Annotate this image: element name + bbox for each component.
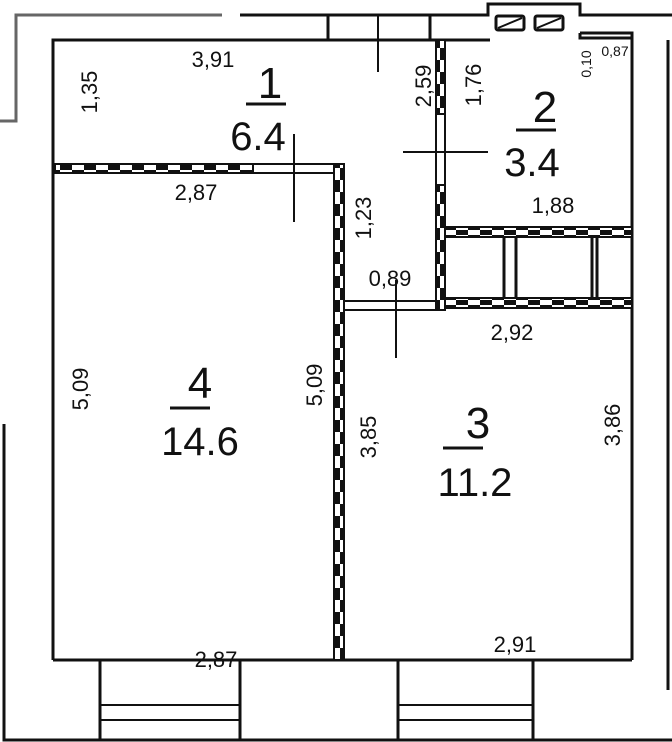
room-4-label: 4 14.6 (161, 359, 239, 464)
room-2-label: 2 3.4 (504, 83, 560, 185)
svg-text:6.4: 6.4 (230, 115, 286, 159)
svg-text:3,85: 3,85 (356, 416, 381, 459)
svg-text:5,09: 5,09 (302, 364, 327, 407)
partition-wall (333, 163, 345, 661)
svg-text:1,88: 1,88 (532, 193, 575, 218)
partition-wall (435, 39, 446, 115)
entrance-door (326, 15, 432, 72)
svg-text:3.4: 3.4 (504, 141, 560, 185)
leader-lines (293, 134, 488, 358)
svg-text:0,10: 0,10 (578, 50, 594, 77)
ventilation-ducts (494, 14, 565, 32)
svg-text:1: 1 (258, 59, 282, 108)
partition-wall (444, 297, 633, 309)
wardrobe (502, 237, 599, 298)
room-1-label: 1 6.4 (230, 59, 286, 159)
svg-text:0,89: 0,89 (369, 266, 412, 291)
svg-text:0,87: 0,87 (601, 43, 628, 59)
svg-text:2,59: 2,59 (411, 65, 436, 108)
dimension-labels: 3,91 1,35 2,87 2,59 1,76 1,88 0,10 0,87 … (68, 43, 629, 672)
window-bottom-left (98, 660, 242, 740)
room-3-label: 3 11.2 (438, 399, 513, 505)
partition-wall (435, 184, 446, 311)
partition-wall (54, 163, 254, 174)
svg-text:3,91: 3,91 (192, 47, 235, 72)
svg-text:14.6: 14.6 (161, 420, 239, 464)
svg-text:2,92: 2,92 (491, 320, 534, 345)
svg-text:5,09: 5,09 (68, 368, 93, 411)
svg-text:1,23: 1,23 (351, 197, 376, 240)
svg-text:11.2: 11.2 (438, 461, 513, 505)
svg-text:2,87: 2,87 (175, 180, 218, 205)
svg-text:1,35: 1,35 (77, 71, 102, 114)
svg-text:4: 4 (188, 359, 212, 408)
svg-text:2,87: 2,87 (195, 647, 238, 672)
svg-text:3,86: 3,86 (600, 404, 625, 447)
door-opening (343, 300, 437, 311)
svg-text:2: 2 (533, 83, 557, 132)
svg-text:3: 3 (466, 399, 490, 448)
svg-text:1,76: 1,76 (461, 64, 486, 107)
partition-wall (444, 226, 633, 238)
window-bottom-right (396, 660, 535, 740)
svg-text:2,91: 2,91 (494, 632, 537, 657)
